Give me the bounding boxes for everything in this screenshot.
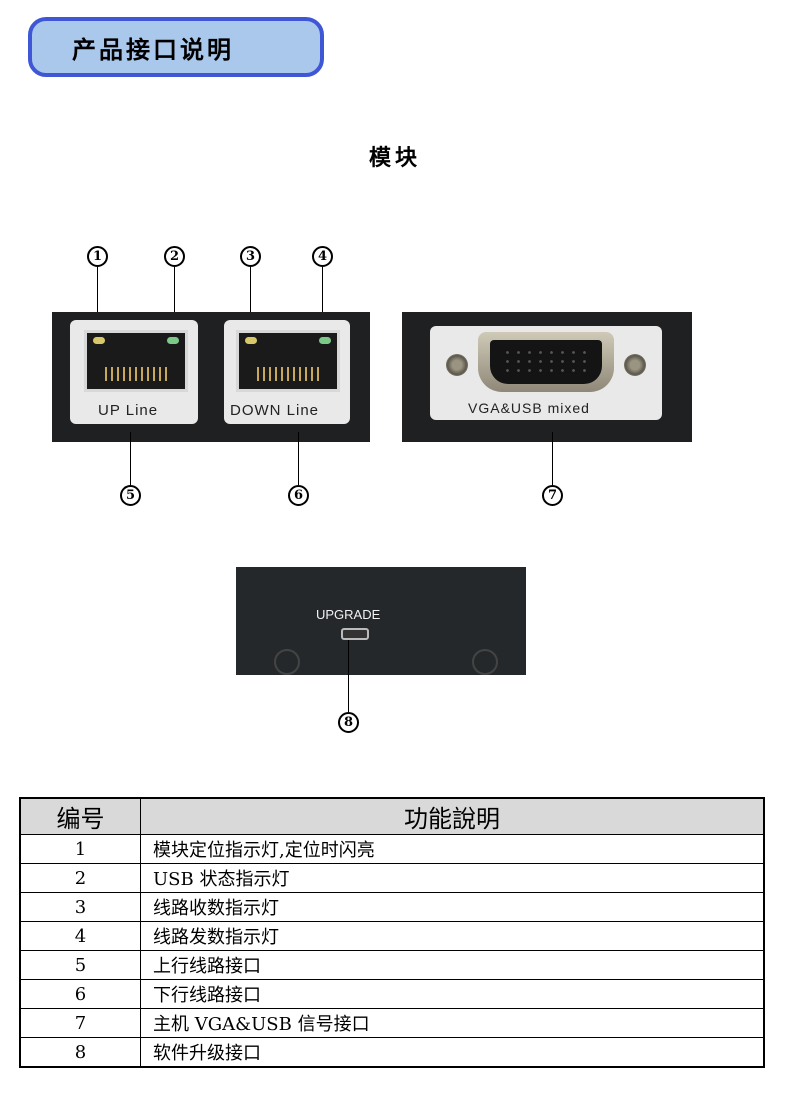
leader-5 (130, 432, 131, 485)
vga-port-photo: VGA&USB mixed (402, 312, 692, 442)
row-desc: 线路发数指示灯 (140, 921, 765, 951)
row-desc: 模块定位指示灯,定位时闪亮 (140, 834, 765, 864)
callout-7: 7 (542, 485, 563, 506)
vga-plate: VGA&USB mixed (430, 326, 662, 420)
vga-pins (502, 348, 590, 376)
row-desc: 下行线路接口 (140, 979, 765, 1009)
led-4 (319, 337, 331, 344)
callout-6: 6 (288, 485, 309, 506)
callout-4: 4 (312, 246, 333, 267)
led-3 (245, 337, 257, 344)
vga-screw-right (624, 354, 646, 376)
row-desc: 上行线路接口 (140, 950, 765, 980)
header-num: 编号 (19, 797, 141, 835)
upgrade-port-photo: UPGRADE (236, 567, 526, 675)
leader-6 (298, 432, 299, 485)
row-num: 8 (19, 1037, 141, 1068)
row-num: 3 (19, 892, 141, 922)
row-num: 2 (19, 863, 141, 893)
up-line-pins (105, 367, 167, 381)
leader-1 (97, 267, 98, 333)
row-desc: USB 状态指示灯 (140, 863, 765, 893)
callout-2: 2 (164, 246, 185, 267)
row-num: 7 (19, 1008, 141, 1038)
row-num: 4 (19, 921, 141, 951)
panel-screw-left (274, 649, 300, 675)
section-header: 产品接口说明 (28, 17, 324, 77)
callout-8: 8 (338, 712, 359, 733)
panel-screw-right (472, 649, 498, 675)
down-line-label: DOWN Line (230, 402, 320, 419)
down-line-pins (257, 367, 319, 381)
callout-3: 3 (240, 246, 261, 267)
upgrade-usb-port (341, 628, 369, 640)
subtitle: 模块 (368, 146, 421, 171)
upgrade-label: UPGRADE (316, 607, 381, 622)
led-2 (167, 337, 179, 344)
led-1 (93, 337, 105, 344)
up-line-jack (84, 330, 188, 392)
row-num: 1 (19, 834, 141, 864)
up-line-plate: UP Line (70, 320, 198, 424)
network-ports-photo: UP Line DOWN Line (52, 312, 370, 442)
leader-8 (348, 640, 349, 712)
leader-4 (322, 267, 323, 333)
vga-socket (490, 340, 602, 384)
vga-label: VGA&USB mixed (468, 400, 590, 416)
vga-connector (478, 332, 614, 392)
header-desc: 功能說明 (140, 797, 765, 835)
vga-screw-left (446, 354, 468, 376)
leader-7 (552, 432, 553, 485)
table-header-row: 编号 功能說明 (19, 797, 765, 835)
callout-1: 1 (87, 246, 108, 267)
callout-5: 5 (120, 485, 141, 506)
row-desc: 主机 VGA&USB 信号接口 (140, 1008, 765, 1038)
leader-2 (174, 267, 175, 333)
leader-3 (250, 267, 251, 333)
row-desc: 线路收数指示灯 (140, 892, 765, 922)
section-title: 产品接口说明 (72, 35, 234, 64)
row-num: 6 (19, 979, 141, 1009)
down-line-plate: DOWN Line (224, 320, 350, 424)
row-num: 5 (19, 950, 141, 980)
down-line-jack (236, 330, 340, 392)
up-line-label: UP Line (98, 402, 159, 419)
row-desc: 软件升级接口 (140, 1037, 765, 1068)
